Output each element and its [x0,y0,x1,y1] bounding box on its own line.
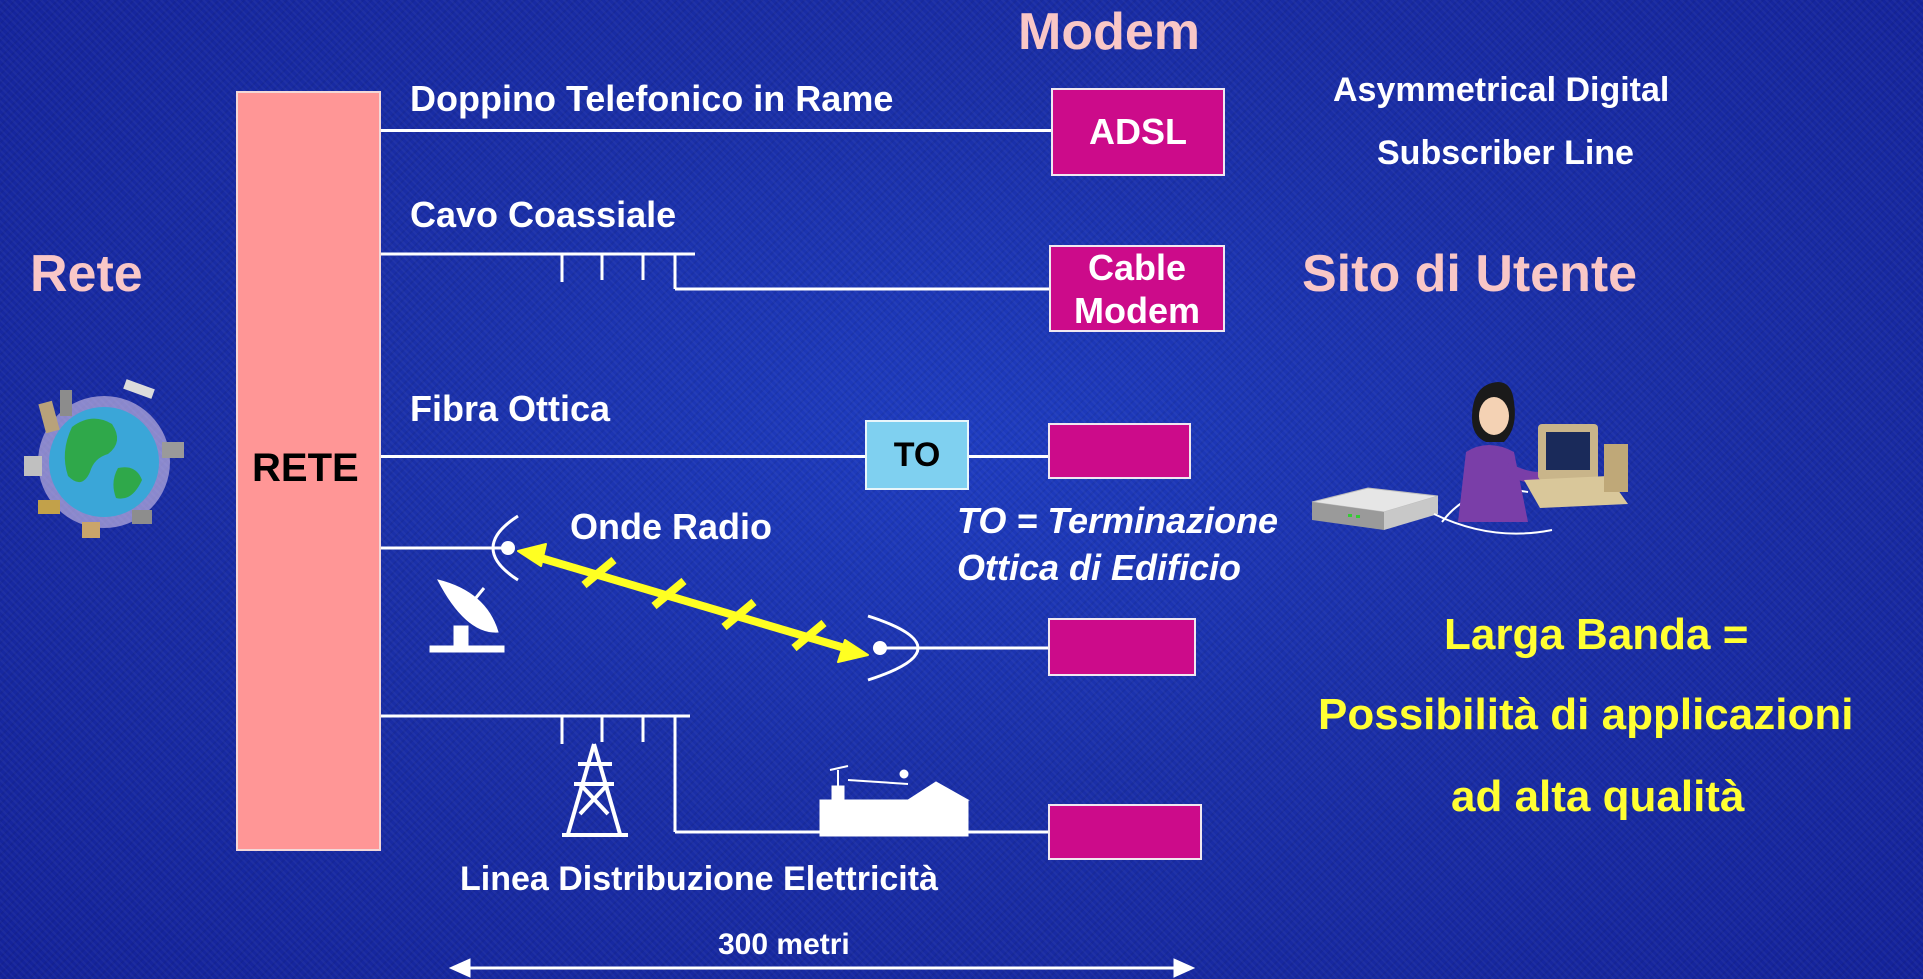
radio-modem-box [1048,618,1196,676]
network-bar [236,91,381,851]
cable-modem-box: Cable Modem [1049,245,1225,332]
distance-label: 300 metri [718,928,850,961]
fiber-line-to-modem [969,455,1048,458]
pylon-icon [562,743,628,837]
broadband-line1: Larga Banda = [1444,610,1749,659]
fiber-modem-box [1048,423,1191,479]
cable-modem-label-line2: Modem [1074,289,1200,331]
broadband-line2: Possibilità di applicazioni [1318,690,1854,739]
radio-label: Onde Radio [570,506,773,547]
satellite-dish-icon [429,579,505,653]
house-icon [819,765,970,837]
modem-column-title: Modem [1018,3,1200,61]
adsl-expansion-line1: Asymmetrical Digital [1333,71,1670,109]
to-note-line1: TO = Terminazione [957,500,1279,541]
modem-device-icon [1311,487,1439,530]
network-title: Rete [30,245,143,303]
power-modem-box [1048,804,1202,860]
user-site-title: Sito di Utente [1302,245,1638,303]
fiber-line-label: Fibra Ottica [410,388,611,429]
user-at-computer-icon [1433,382,1628,535]
to-node-label: TO [893,435,941,474]
adsl-expansion-line2: Subscriber Line [1377,134,1634,172]
power-line-label: Linea Distribuzione Elettricità [460,860,938,898]
copper-line-label: Doppino Telefonico in Rame [410,78,894,119]
to-note-line2: Ottica di Edificio [957,547,1242,588]
network-bar-label: RETE [252,446,359,490]
broadband-line3: ad alta qualità [1451,772,1745,821]
copper-line [381,129,1051,132]
globe-icon [24,379,184,538]
cable-modem-label-line1: Cable [1087,246,1187,288]
adsl-modem-label: ADSL [1089,111,1187,152]
fiber-line [381,455,865,458]
to-node-box: TO [865,420,969,490]
coax-line-label: Cavo Coassiale [410,194,677,235]
adsl-modem-box: ADSL [1051,88,1225,176]
